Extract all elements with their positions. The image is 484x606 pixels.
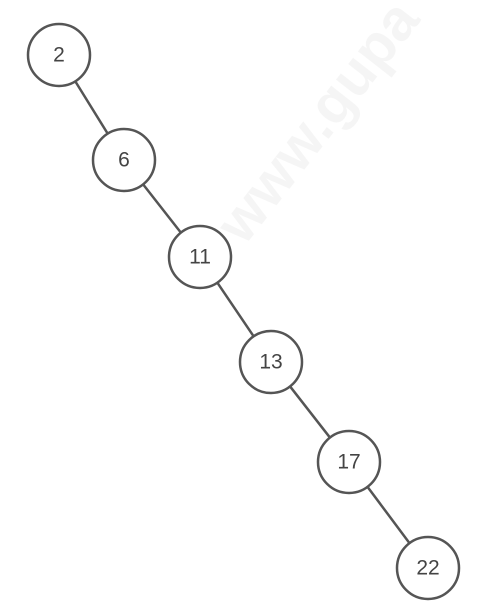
edge-n13-n17 (288, 385, 332, 439)
edge-n6-n11 (141, 183, 183, 234)
node-circle (395, 535, 461, 601)
tree-node-22: 22 (395, 535, 461, 601)
node-label: 17 (337, 451, 360, 474)
edge-n17-n22 (366, 485, 411, 545)
edge-n2-n6 (74, 80, 109, 135)
tree-nodes: 2 6 11 13 17 22 (26, 22, 461, 601)
node-label: 22 (416, 557, 439, 580)
node-circle (26, 22, 92, 88)
node-circle (238, 329, 304, 395)
tree-node-11: 11 (167, 224, 233, 290)
node-label: 13 (259, 351, 282, 374)
tree-node-2: 2 (26, 22, 92, 88)
node-circle (167, 224, 233, 290)
watermark: www.gupa (202, 0, 432, 256)
edge-n11-n13 (216, 281, 255, 338)
tree-edges (74, 80, 411, 545)
tree-node-17: 17 (316, 429, 382, 495)
node-label: 6 (118, 149, 130, 172)
node-circle (316, 429, 382, 495)
tree-node-6: 6 (91, 127, 157, 193)
node-circle (91, 127, 157, 193)
node-label: 2 (53, 44, 65, 67)
tree-node-13: 13 (238, 329, 304, 395)
node-label: 11 (189, 246, 211, 269)
